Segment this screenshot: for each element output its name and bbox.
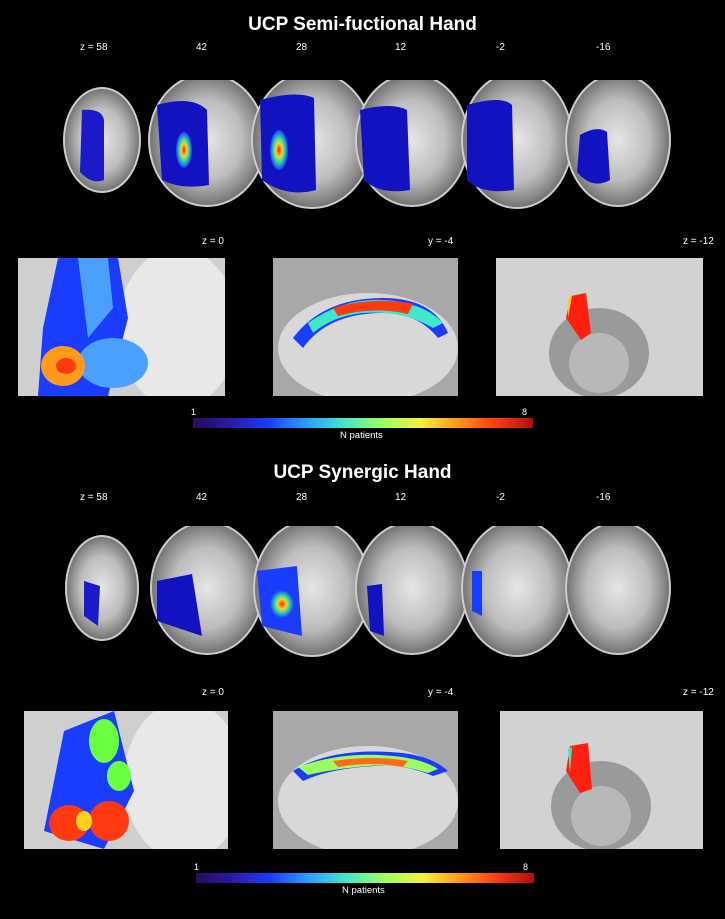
colorbar-label-2: N patients — [342, 885, 385, 896]
figure-title-1: UCP Semi-fuctional Hand — [248, 14, 477, 35]
axial-slice-z-16-2 — [565, 526, 671, 655]
slice-label-z58: z = 58 — [80, 42, 108, 53]
figure-title-2: UCP Synergic Hand — [273, 462, 452, 483]
slice-label-z42: 42 — [196, 42, 208, 53]
panel-label-z-12-2: z = -12 — [683, 687, 714, 698]
slice-label-z-2-2: -2 — [496, 492, 505, 503]
closeup-panel-y-4-2 — [273, 711, 458, 849]
closeup-panel-z0 — [18, 258, 225, 396]
panel-label-z0: z = 0 — [202, 236, 224, 247]
colorbar-min-1: 1 — [191, 407, 197, 417]
colorbar-min-2: 1 — [194, 862, 200, 872]
axial-slices-row-1 — [63, 80, 671, 209]
closeup-panel-z-12 — [496, 258, 703, 396]
colorbar-2 — [196, 873, 534, 883]
closeup-panel-y-4 — [273, 258, 458, 396]
colorbar-max-2: 8 — [523, 862, 529, 872]
slice-label-z42-2: 42 — [196, 492, 208, 503]
slice-label-z12-2: 12 — [395, 492, 407, 503]
slice-label-z12: 12 — [395, 42, 407, 53]
panel-label-z-12: z = -12 — [683, 236, 714, 247]
slice-label-z28-2: 28 — [296, 492, 308, 503]
panel-label-z0-2: z = 0 — [202, 687, 224, 698]
panel-label-y-4: y = -4 — [428, 236, 454, 247]
slice-label-z-16: -16 — [596, 42, 611, 53]
closeup-panel-z-12-2 — [500, 711, 703, 849]
panel-label-y-4-2: y = -4 — [428, 687, 454, 698]
axial-slices-row-2 — [65, 526, 671, 657]
axial-slice-z58-2 — [65, 535, 139, 641]
slice-label-z58-2: z = 58 — [80, 492, 108, 503]
slice-label-z-2: -2 — [496, 42, 505, 53]
colorbar-max-1: 8 — [522, 407, 528, 417]
colorbar-1 — [193, 418, 533, 428]
slice-label-z-16-2: -16 — [596, 492, 611, 503]
slice-label-z28: 28 — [296, 42, 308, 53]
closeup-panel-z0-2 — [24, 711, 228, 849]
colorbar-label-1: N patients — [340, 430, 383, 441]
